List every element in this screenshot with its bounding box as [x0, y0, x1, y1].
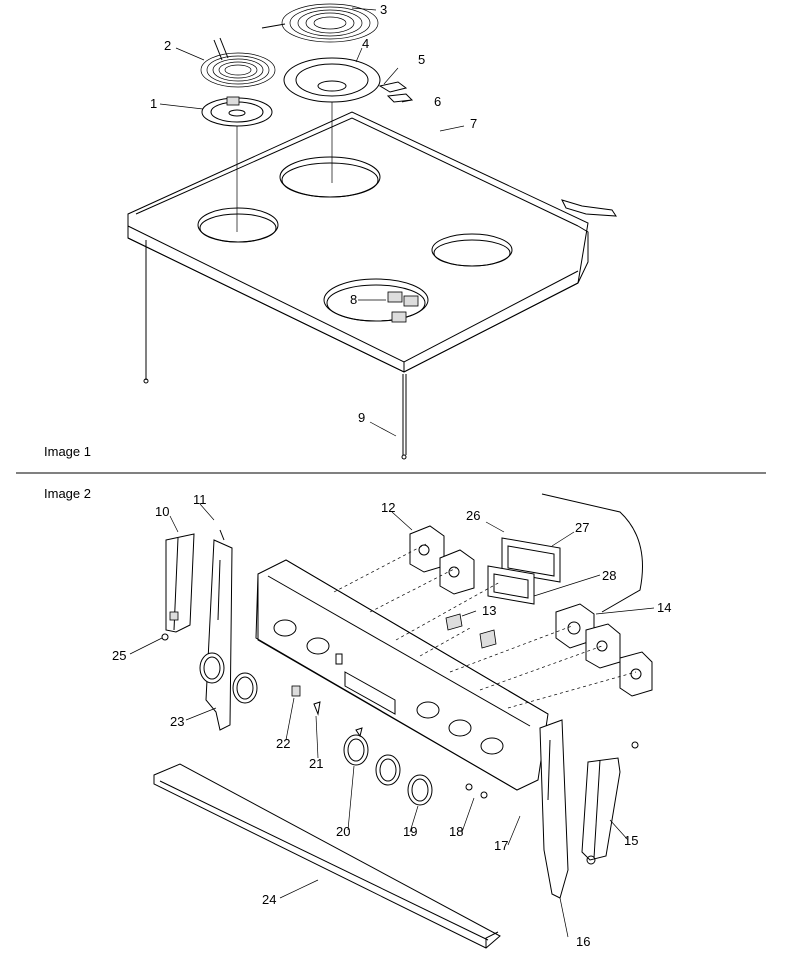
callout-25: 25	[112, 648, 126, 663]
callout-17: 17	[494, 838, 508, 853]
callout-23: 23	[170, 714, 184, 729]
callout-1: 1	[150, 96, 157, 111]
control-panel-assembly	[153, 493, 653, 949]
callout-21: 21	[309, 756, 323, 771]
callout-28: 28	[602, 568, 616, 583]
callout-22: 22	[276, 736, 290, 751]
callout-10: 10	[155, 504, 169, 519]
callout-13: 13	[482, 603, 496, 618]
callout-24: 24	[262, 892, 276, 907]
callout-20: 20	[336, 824, 350, 839]
callout-26: 26	[466, 508, 480, 523]
callout-4: 4	[362, 36, 369, 51]
callout-14: 14	[657, 600, 671, 615]
callout-9: 9	[358, 410, 365, 425]
callouts: 1 2 3 4 5 6 7 8 9 10 11 12 13 14 15 16 1…	[112, 2, 671, 949]
callout-16: 16	[576, 934, 590, 949]
callout-15: 15	[624, 833, 638, 848]
callout-2: 2	[164, 38, 171, 53]
callout-3: 3	[380, 2, 387, 17]
cooktop-assembly	[127, 3, 617, 460]
callout-6: 6	[434, 94, 441, 109]
callout-19: 19	[403, 824, 417, 839]
callout-27: 27	[575, 520, 589, 535]
callout-5: 5	[418, 52, 425, 67]
callout-7: 7	[470, 116, 477, 131]
callout-11: 11	[193, 492, 207, 507]
coil-element-large	[261, 3, 379, 43]
callout-12: 12	[381, 500, 395, 515]
section-title-image-2: Image 2	[44, 486, 91, 501]
callout-8: 8	[350, 292, 357, 307]
section-title-image-1: Image 1	[44, 444, 91, 459]
callout-leaders	[129, 7, 655, 938]
callout-18: 18	[449, 824, 463, 839]
coil-element-small	[200, 37, 276, 88]
